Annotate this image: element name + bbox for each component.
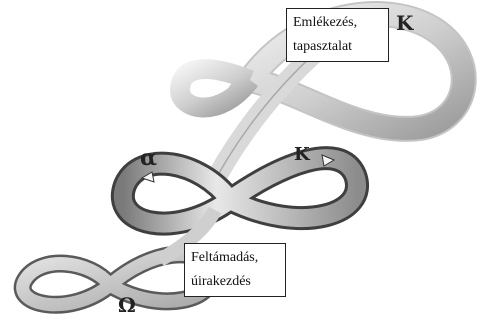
memory-callout-line1: Emlékezés, [293, 11, 382, 35]
rebirth-callout-line1: Feltámadás, [191, 246, 279, 270]
rebirth-callout: Feltámadás, úirakezdés [184, 243, 286, 297]
kappa-middle-symbol: K [294, 144, 311, 165]
middle-infinity-loop [123, 155, 357, 224]
memory-callout: Emlékezés, tapasztalat [286, 8, 389, 62]
alpha-symbol: α [140, 145, 157, 171]
rebirth-callout-line2: úirakezdés [191, 270, 279, 294]
omega-symbol: Ω [118, 293, 136, 317]
kappa-top-symbol: K [396, 11, 414, 35]
memory-callout-line2: tapasztalat [293, 35, 382, 59]
